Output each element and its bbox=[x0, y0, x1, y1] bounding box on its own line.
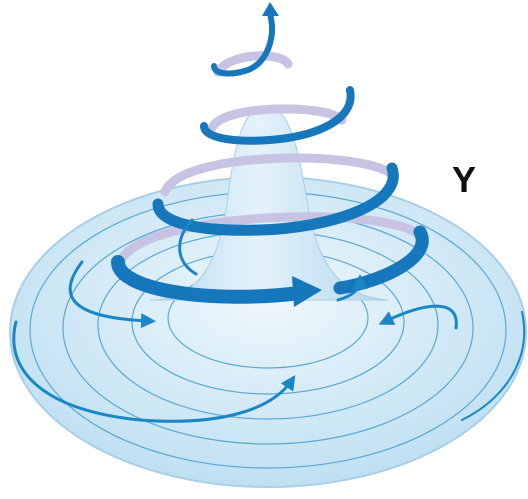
figure-label: Y bbox=[452, 162, 476, 198]
spiral-arrow-icon bbox=[262, 2, 279, 16]
